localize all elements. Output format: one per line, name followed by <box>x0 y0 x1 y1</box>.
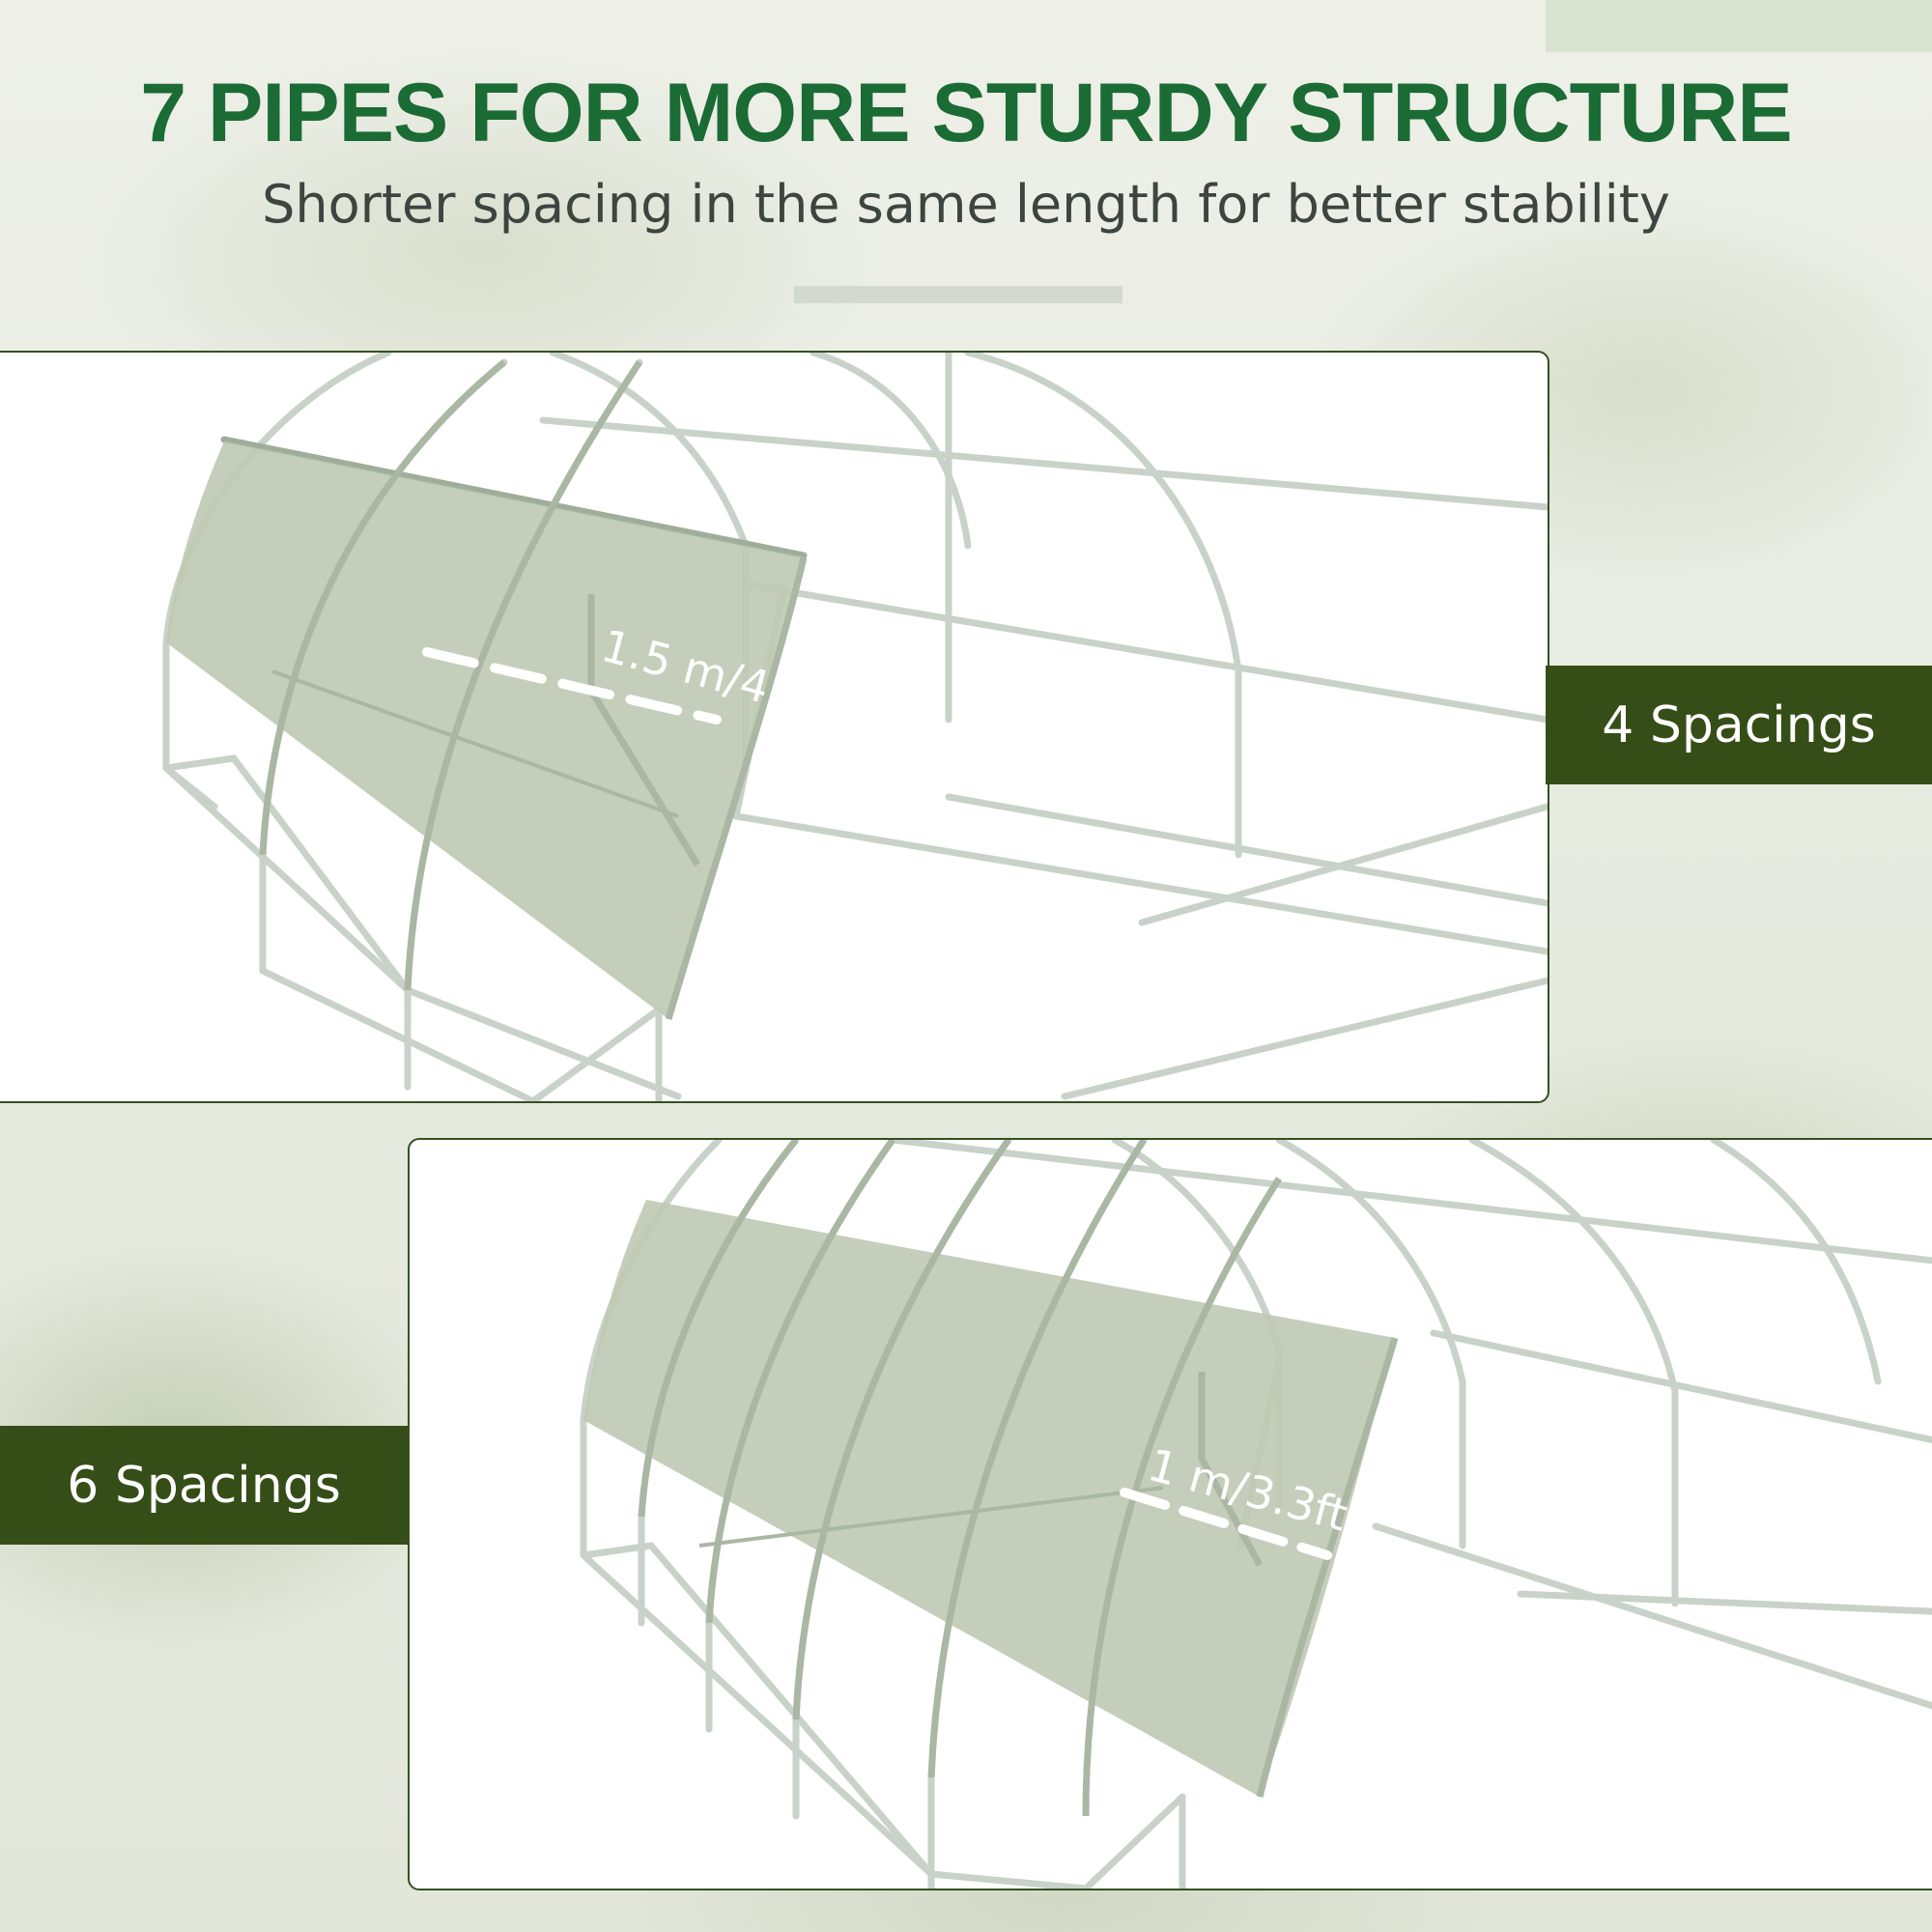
cover-panel <box>583 1200 1395 1797</box>
decorative-strip <box>1546 0 1932 52</box>
page-title: 7 PIPES FOR MORE STURDY STRUCTURE <box>140 67 1793 159</box>
greenhouse-frame-illustration <box>580 1140 1932 1889</box>
cover-panel <box>166 441 804 1019</box>
greenhouse-frame-panel-6-spacings <box>408 1138 1932 1890</box>
greenhouse-frame-panel-4-spacings <box>0 351 1549 1103</box>
spacing-count-badge: 4 Spacings <box>1546 666 1932 784</box>
greenhouse-frame-illustration <box>162 353 1548 1101</box>
divider <box>794 286 1122 303</box>
spacing-count-badge: 6 Spacings <box>0 1426 408 1545</box>
page-subtitle: Shorter spacing in the same length for b… <box>262 174 1670 235</box>
